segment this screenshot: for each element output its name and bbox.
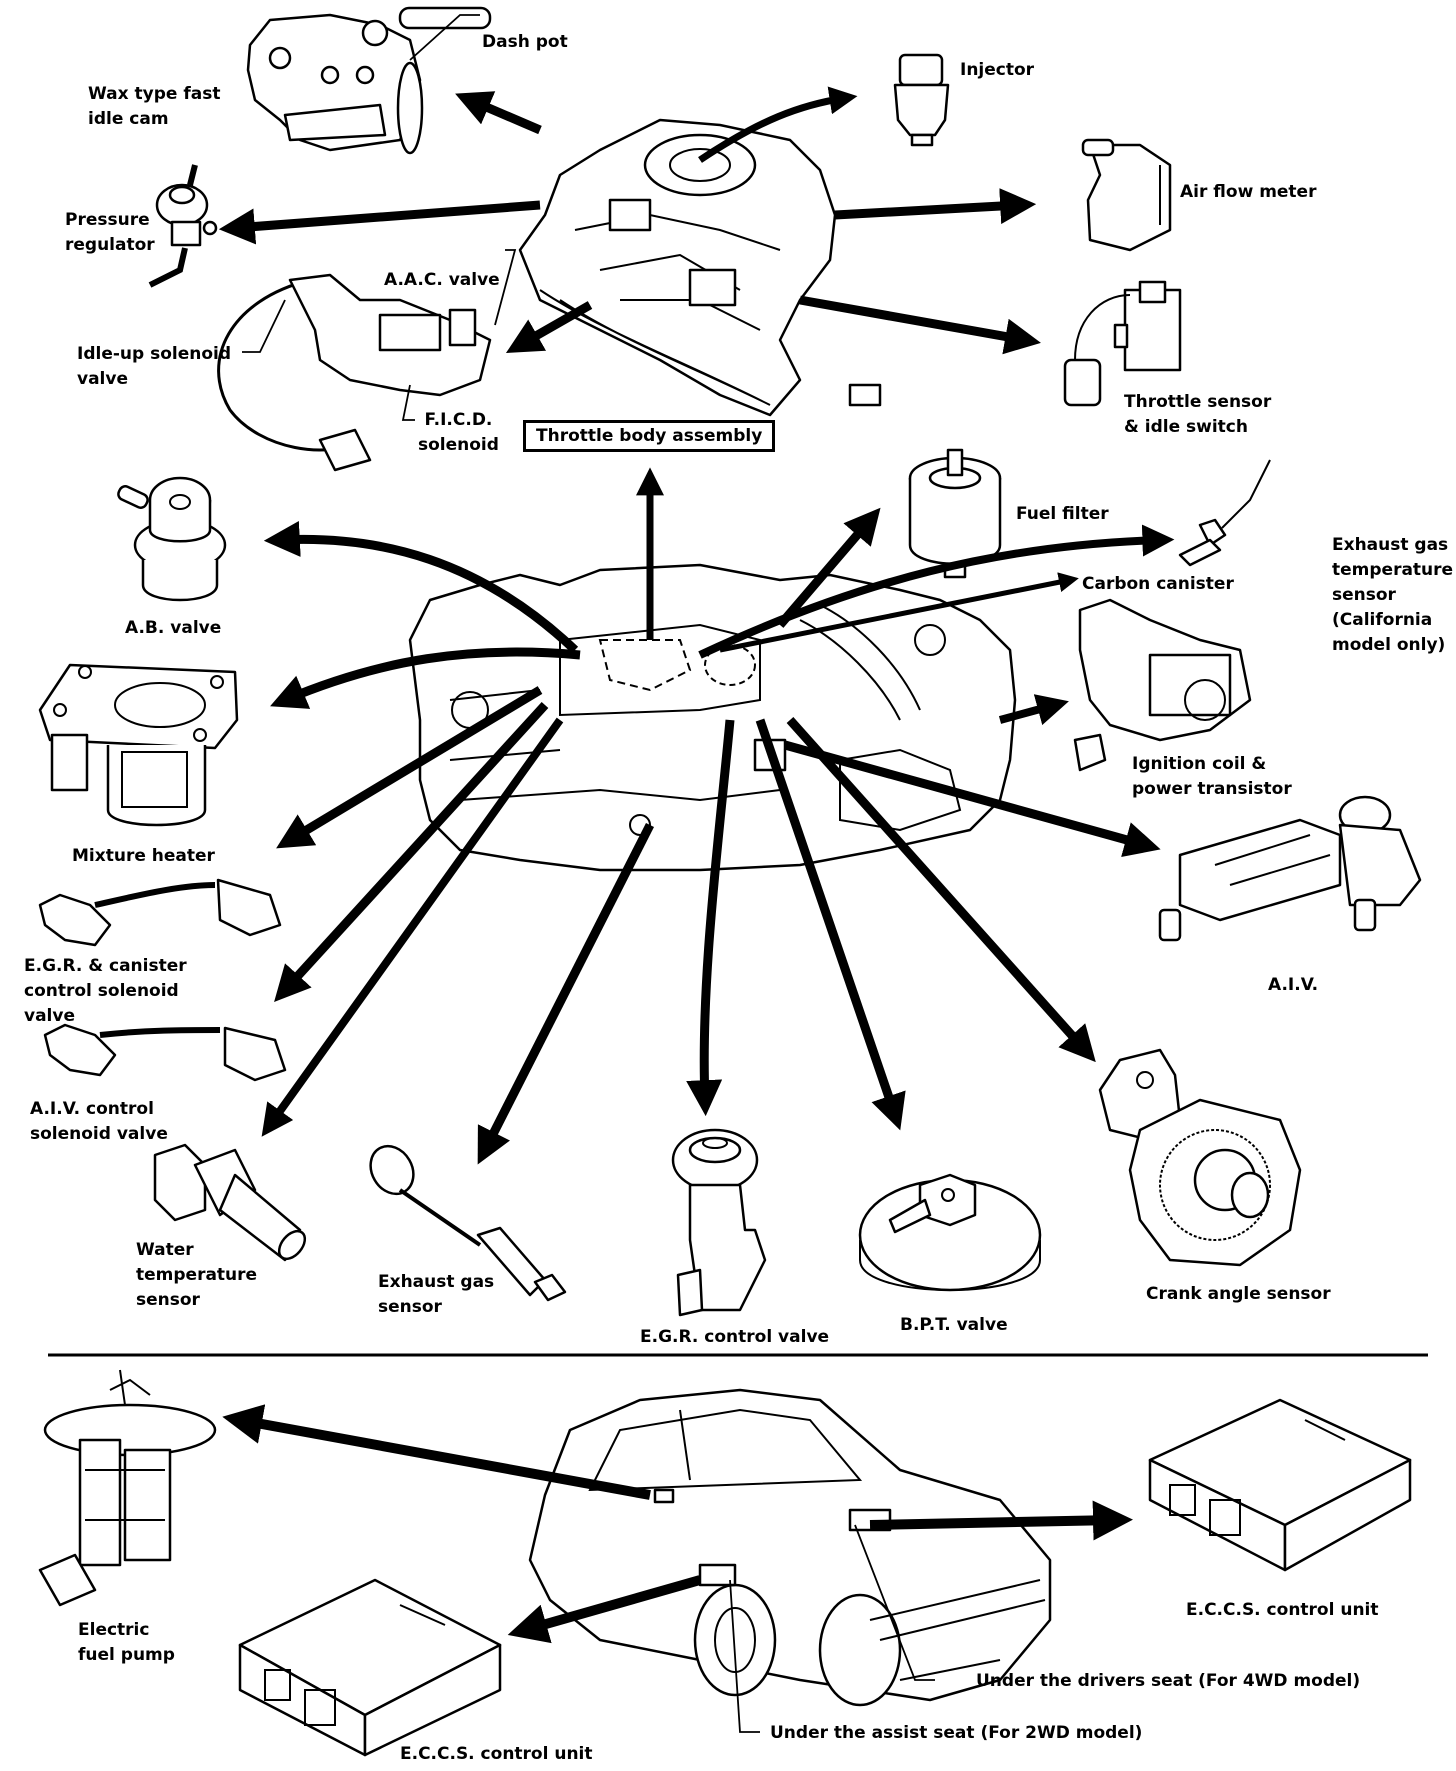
car-illustration [528, 1388, 1052, 1707]
pressure-regulator-illustration [148, 164, 218, 288]
aiv-illustration [1158, 795, 1422, 942]
aac-valve-illustration [217, 273, 492, 472]
arrow-to-aiv [783, 740, 1161, 858]
arrow-to-egr-control-valve [686, 719, 735, 1117]
egr-canister-solenoid-illustration [38, 878, 282, 947]
label-throttle-sensor-idle-switch: Throttle sensor & idle switch [1124, 392, 1272, 437]
arrow-to-egr-canister-solenoid [276, 686, 543, 849]
label-ficd-solenoid: F.I.C.D. solenoid [418, 410, 499, 455]
arrow-to-mixture-heater [270, 647, 581, 709]
arrow-to-ignition-coil [998, 694, 1069, 726]
label-throttle-body-assembly: Throttle body assembly [523, 420, 776, 452]
label-electric-fuel-pump: Electric fuel pump [78, 1620, 175, 1665]
arrow-to-fuel-filter [776, 507, 881, 628]
label-aiv: A.I.V. [1268, 975, 1319, 995]
ab-valve-illustration [117, 476, 227, 602]
throttle-sensor-illustration [1063, 280, 1182, 407]
arrow-to-water-temp [261, 717, 564, 1137]
arrow-to-exhaust-gas-sensor [477, 822, 655, 1165]
egr-control-valve-illustration [671, 1128, 767, 1317]
label-egr-canister-control-solenoid-valve: E.G.R. & canister control solenoid valve [24, 956, 187, 1026]
arrow-to-throttle-sensor [799, 295, 1041, 355]
exhaust-gas-temp-sensor-illustration [1178, 459, 1271, 567]
arrow-to-injector [698, 86, 858, 163]
assist-seat-leader [729, 1579, 760, 1733]
exhaust-gas-sensor-illustration [369, 1144, 567, 1302]
electric-fuel-pump-illustration [38, 1369, 217, 1607]
idle-up-leader [242, 299, 286, 353]
label-air-flow-meter: Air flow meter [1180, 182, 1317, 202]
crank-angle-sensor-illustration [1098, 1048, 1302, 1267]
drivers-seat-leader [854, 1524, 935, 1681]
arrow-group [218, 86, 1175, 1644]
label-idle-up-solenoid-valve: Idle-up solenoid valve [77, 344, 232, 389]
label-carbon-canister: Carbon canister [1082, 574, 1234, 594]
label-water-temperature-sensor: Water temperature sensor [136, 1240, 258, 1310]
label-egr-control-valve: E.G.R. control valve [640, 1327, 830, 1347]
throttle-body-assembly-illustration [518, 118, 882, 417]
label-mixture-heater: Mixture heater [72, 846, 215, 866]
eccs-control-unit-4wd-illustration [1148, 1398, 1412, 1572]
arrow-to-ab-valve [263, 521, 579, 654]
eccs-control-unit-2wd-illustration [238, 1578, 502, 1757]
label-eccs-control-unit-2wd: E.C.C.S. control unit [400, 1744, 593, 1764]
label-ab-valve: A.B. valve [125, 618, 222, 638]
arrow-to-exhaust-gas-temp [698, 524, 1175, 659]
arrow-to-dash-pot [455, 91, 542, 135]
ficd-leader [401, 384, 415, 421]
label-aiv-control-solenoid-valve: A.I.V. control solenoid valve [30, 1099, 168, 1144]
label-pressure-regulator: Pressure regulator [65, 210, 155, 255]
label-injector: Injector [960, 60, 1035, 80]
fuel-filter-illustration [908, 448, 1002, 579]
label-fuel-filter: Fuel filter [1016, 504, 1109, 524]
arrow-to-carbon-canister [719, 572, 1079, 653]
air-flow-meter-illustration [1081, 138, 1172, 252]
label-wax-type-fast-idle-cam: Wax type fast idle cam [88, 84, 221, 129]
arrow-to-pressure-regulator [218, 200, 541, 245]
arrow-to-eccs-2wd [507, 1575, 702, 1644]
label-bpt-valve: B.P.T. valve [900, 1315, 1008, 1335]
label-ignition-coil-power-transistor: Ignition coil & power transistor [1132, 754, 1292, 799]
label-exhaust-gas-sensor: Exhaust gas sensor [378, 1272, 495, 1317]
label-crank-angle-sensor: Crank angle sensor [1146, 1284, 1331, 1304]
arrow-to-bpt-valve [755, 718, 906, 1131]
arrow-to-aiv-control-solenoid [274, 701, 549, 1002]
arrow-to-air-flow-meter [834, 188, 1037, 225]
water-temp-sensor-illustration [153, 1143, 307, 1262]
arrow-to-crank-angle [786, 717, 1096, 1063]
ignition-coil-illustration [1073, 598, 1252, 772]
mixture-heater-illustration [38, 663, 239, 827]
label-exhaust-gas-temperature-sensor: Exhaust gas temperature sensor (Californ… [1332, 535, 1454, 655]
arrow-to-aac-valve [505, 301, 593, 354]
dash-pot-leader [409, 14, 480, 61]
arrow-to-eccs-4wd [869, 1500, 1133, 1541]
injector-illustration [893, 53, 950, 147]
label-aac-valve: A.A.C. valve [384, 270, 500, 290]
label-dash-pot: Dash pot [482, 32, 568, 52]
label-under-drivers-seat: Under the drivers seat (For 4WD model) [976, 1671, 1361, 1691]
arrow-to-fuel-pump [222, 1404, 651, 1500]
aac-leader [494, 249, 517, 326]
bpt-valve-illustration [858, 1173, 1042, 1292]
label-eccs-control-unit-4wd: E.C.C.S. control unit [1186, 1600, 1379, 1620]
label-under-assist-seat: Under the assist seat (For 2WD model) [770, 1723, 1143, 1743]
dash-pot-illustration [246, 6, 492, 155]
aiv-control-solenoid-illustration [43, 1023, 287, 1082]
